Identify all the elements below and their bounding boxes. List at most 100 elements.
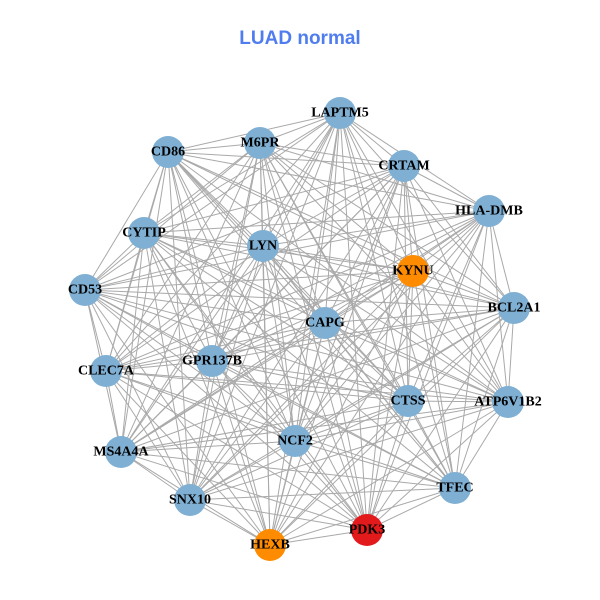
node-HEXB: HEXB [250,529,290,561]
node-circle [397,255,429,287]
edge-CRTAM-NCF2 [294,165,405,442]
edge-KYNU-MS4A4A [120,270,414,453]
edge-CTSS-ATP6V1B2 [407,400,509,403]
edge-LYN-HEXB [262,245,271,546]
node-circle [247,230,279,262]
node-label: CD86 [151,145,185,160]
edge-HLA-DMB-BCL2A1 [488,210,515,309]
node-label: CTSS [390,394,425,409]
node-KYNU: KYNU [392,255,434,287]
edge-CLEC7A-ATP6V1B2 [105,370,509,403]
edge-BCL2A1-CLEC7A [105,307,515,372]
node-CD86: CD86 [151,136,185,168]
edge-CRTAM-CD53 [84,165,405,291]
node-CLEC7A: CLEC7A [78,355,135,387]
edge-CD53-SNX10 [84,289,191,501]
edge-M6PR-PDK3 [259,142,368,531]
edge-BCL2A1-HEXB [269,307,515,546]
edge-CYTIP-KYNU [143,232,414,272]
edge-CAPG-TFEC [324,322,456,489]
edge-CAPG-MS4A4A [120,322,326,453]
edge-CRTAM-CYTIP [143,165,405,234]
node-circle [392,385,424,417]
edge-CRTAM-ATP6V1B2 [403,165,509,403]
edge-CRTAM-LYN [262,165,405,247]
edge-ATP6V1B2-NCF2 [294,401,509,442]
node-label: GPR137B [182,354,242,369]
edge-CYTIP-CAPG [143,232,326,324]
figure-title: LUAD normal [239,28,361,49]
edge-HLA-DMB-NCF2 [294,210,490,442]
edge-LAPTM5-LYN [262,112,341,247]
edge-CLEC7A-NCF2 [105,370,296,442]
node-circle [174,484,206,516]
edge-KYNU-CD53 [84,270,414,291]
edge-HLA-DMB-KYNU [412,210,490,272]
node-circle [351,514,383,546]
edge-LYN-BCL2A1 [262,245,515,309]
edge-LYN-MS4A4A [120,245,264,453]
edge-CRTAM-CAPG [324,165,405,324]
node-label: NCF2 [277,434,313,449]
edge-HLA-DMB-TFEC [454,210,490,489]
node-label: CRTAM [378,159,429,174]
edge-CYTIP-CLEC7A [105,232,145,372]
edge-CRTAM-CLEC7A [105,165,405,372]
node-label: HLA-DMB [455,204,523,219]
edge-GPR137B-ATP6V1B2 [211,360,509,403]
edge-KYNU-BCL2A1 [412,270,515,309]
edge-KYNU-CLEC7A [105,270,414,372]
edge-HLA-DMB-MS4A4A [120,210,490,453]
edge-CD53-CTSS [84,289,409,402]
edge-LAPTM5-ATP6V1B2 [339,112,509,403]
edge-CYTIP-BCL2A1 [143,232,515,309]
edge-SNX10-PDK3 [189,499,368,531]
edge-CD86-SNX10 [167,151,191,501]
edge-M6PR-TFEC [259,142,456,489]
edge-M6PR-CAPG [259,142,326,324]
node-HLA-DMB: HLA-DMB [455,195,523,227]
node-circle [309,307,341,339]
node-label: CD53 [68,283,102,298]
edge-NCF2-TFEC [294,440,456,489]
edge-KYNU-ATP6V1B2 [412,270,509,403]
edge-MS4A4A-PDK3 [120,451,368,531]
edge-BCL2A1-MS4A4A [120,307,515,453]
edge-BCL2A1-CTSS [407,307,515,402]
edge-CD53-TFEC [84,289,456,489]
edge-CD53-PDK3 [84,289,368,531]
edge-CYTIP-MS4A4A [120,232,145,453]
edge-KYNU-PDK3 [366,270,414,531]
edge-ATP6V1B2-MS4A4A [120,401,509,453]
edge-LYN-CD53 [84,245,264,291]
edge-LYN-NCF2 [262,245,296,442]
node-CYTIP: CYTIP [122,217,166,249]
edge-CTSS-MS4A4A [120,400,409,453]
edge-CD86-CD53 [84,151,169,291]
node-CTSS: CTSS [390,385,426,417]
edge-CYTIP-NCF2 [143,232,296,442]
edge-HLA-DMB-CYTIP [143,210,490,234]
edge-CLEC7A-HEXB [105,370,271,546]
edge-CRTAM-HLA-DMB [403,165,490,212]
node-label: ATP6V1B2 [474,395,541,410]
edge-HLA-DMB-LYN [262,210,490,247]
edge-CD53-NCF2 [84,289,296,442]
node-circle [439,472,471,504]
node-label: SNX10 [169,493,211,508]
edge-CLEC7A-PDK3 [105,370,368,531]
edge-LYN-SNX10 [189,245,264,501]
node-circle [324,97,356,129]
node-NCF2: NCF2 [277,425,313,457]
edge-CD53-HEXB [84,289,271,546]
edge-KYNU-TFEC [412,270,456,489]
node-label: LYN [249,239,277,254]
node-label: M6PR [241,136,281,151]
edge-M6PR-CLEC7A [105,142,261,372]
edge-KYNU-HEXB [269,270,414,546]
node-CD53: CD53 [68,274,102,306]
node-label: PDK3 [349,523,386,538]
node-label: KYNU [392,264,433,279]
edge-HLA-DMB-CLEC7A [105,210,490,372]
edge-GPR137B-HEXB [211,360,271,546]
